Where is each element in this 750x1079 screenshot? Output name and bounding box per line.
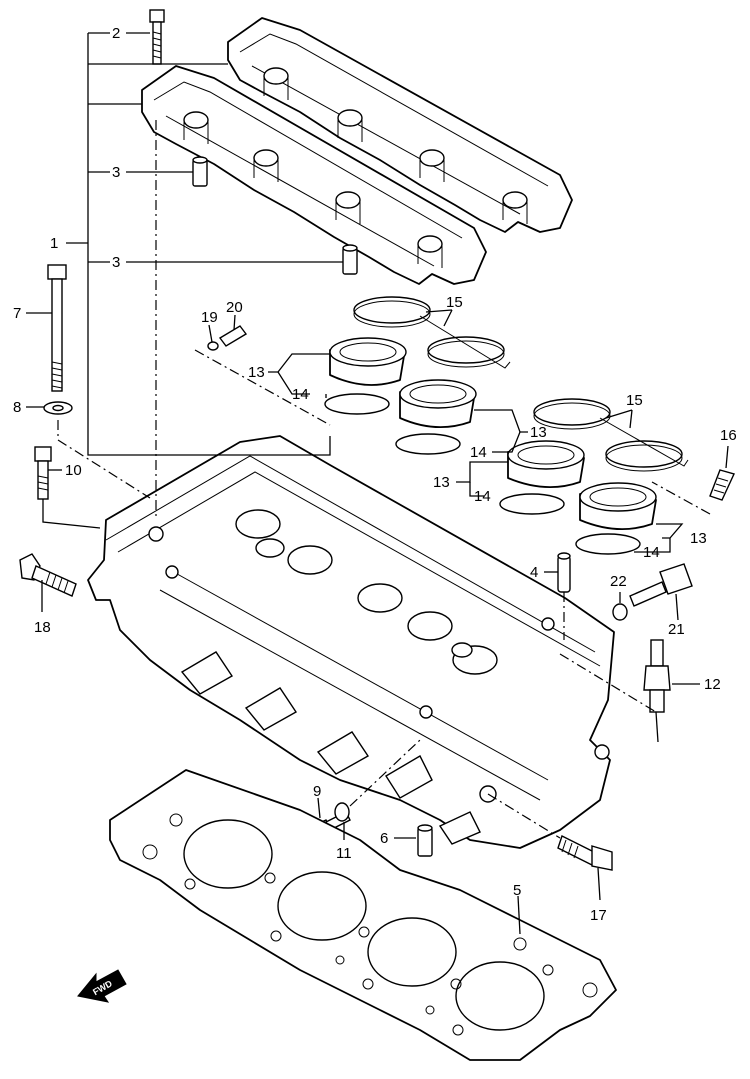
intake-holder-3[interactable]	[507, 440, 585, 489]
callout-1: 1	[50, 235, 58, 252]
callout-22: 22	[610, 573, 627, 590]
intake-o-ring-3[interactable]	[499, 493, 565, 515]
dowel-pin-upper[interactable]	[192, 156, 208, 187]
callout-19: 19	[201, 309, 218, 326]
cylinder-head-long-bolt[interactable]	[47, 264, 67, 392]
camshaft-holder-rear[interactable]	[227, 17, 573, 233]
callout-13-b: 13	[530, 424, 547, 441]
callout-18: 18	[34, 619, 51, 636]
callout-20: 20	[226, 299, 243, 316]
callout-21: 21	[668, 621, 685, 638]
callout-14-c: 14	[474, 488, 491, 505]
head-dowel-pin[interactable]	[417, 824, 433, 857]
cylinder-head[interactable]	[87, 435, 615, 849]
dowel-pin-lower[interactable]	[342, 244, 358, 275]
vacuum-fitting[interactable]	[207, 325, 248, 351]
callout-15-b: 15	[626, 392, 643, 409]
intake-holder-4[interactable]	[579, 482, 657, 531]
fwd-arrow-icon	[77, 969, 127, 1003]
cylinder-head-washer[interactable]	[43, 401, 73, 415]
callout-10: 10	[65, 462, 82, 479]
callout-5: 5	[513, 882, 521, 899]
callout-14-a: 14	[292, 386, 309, 403]
callout-13-c: 13	[433, 474, 450, 491]
cylinder-head-gasket[interactable]	[109, 769, 617, 1061]
callout-14-d: 14	[643, 544, 660, 561]
cylinder-head-bolt-short[interactable]	[34, 446, 52, 500]
callout-13-d: 13	[690, 530, 707, 547]
callout-3-upper: 3	[112, 164, 120, 181]
intake-pipe-right[interactable]	[533, 398, 689, 472]
callout-13-a: 13	[248, 364, 265, 381]
leader-lines	[26, 32, 729, 935]
callout-4: 4	[530, 564, 538, 581]
callout-8: 8	[13, 399, 21, 416]
callout-2: 2	[112, 25, 120, 42]
intake-clamp-screw[interactable]	[709, 469, 735, 501]
cylinder-head-end-bolt[interactable]	[557, 835, 613, 871]
cylinder-head-side-bolt[interactable]	[19, 553, 77, 597]
callout-6: 6	[380, 830, 388, 847]
temperature-sensor[interactable]	[629, 563, 693, 607]
intake-o-ring-1[interactable]	[324, 393, 390, 415]
callout-15-a: 15	[446, 294, 463, 311]
camshaft-holder-front[interactable]	[141, 65, 487, 285]
callout-11: 11	[336, 845, 352, 862]
sensor-gasket[interactable]	[612, 603, 628, 621]
callout-3-lower: 3	[112, 254, 120, 271]
callout-7: 7	[13, 305, 21, 322]
oil-jet-pin[interactable]	[557, 552, 571, 593]
intake-o-ring-2[interactable]	[395, 433, 461, 455]
intake-holder-1[interactable]	[329, 337, 407, 386]
intake-holder-2[interactable]	[399, 379, 477, 429]
spark-plug[interactable]	[643, 639, 671, 713]
intake-o-ring-4[interactable]	[575, 533, 641, 555]
callout-14-b: 14	[470, 444, 487, 461]
callout-16: 16	[720, 427, 737, 444]
callout-labels: 1 2 3 3 4 5 6 7 8 9 10 11 12 13 13 13 13…	[13, 25, 737, 924]
small-washer[interactable]	[334, 802, 350, 822]
callout-12: 12	[704, 676, 721, 693]
camshaft-holder-bolt[interactable]	[149, 9, 165, 65]
intake-pipe-left[interactable]	[353, 296, 511, 369]
callout-17: 17	[590, 907, 607, 924]
callout-9: 9	[313, 783, 321, 800]
